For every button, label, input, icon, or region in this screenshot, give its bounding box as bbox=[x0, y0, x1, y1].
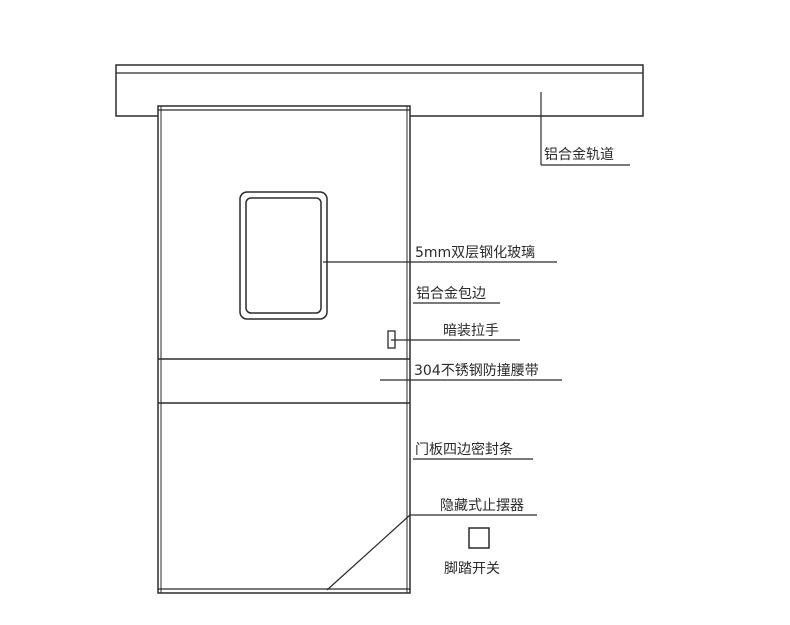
foot-switch-box bbox=[468, 527, 490, 549]
label-glass: 5mm双层钢化玻璃 bbox=[415, 244, 535, 261]
kick-band bbox=[158, 358, 410, 404]
label-stopper: 隐藏式止摆器 bbox=[440, 498, 524, 514]
leader-lines bbox=[323, 92, 630, 516]
label-seal: 门板四边密封条 bbox=[415, 441, 513, 458]
stopper-line bbox=[326, 514, 411, 591]
door-panel bbox=[157, 105, 411, 594]
glass-window bbox=[239, 191, 328, 320]
label-track: 铝合金轨道 bbox=[544, 147, 614, 163]
label-edge: 铝合金包边 bbox=[416, 286, 486, 302]
label-bumper: 304不锈钢防撞腰带 bbox=[414, 363, 539, 379]
label-foot-switch: 脚踏开关 bbox=[444, 561, 500, 577]
label-handle: 暗装拉手 bbox=[443, 323, 499, 339]
